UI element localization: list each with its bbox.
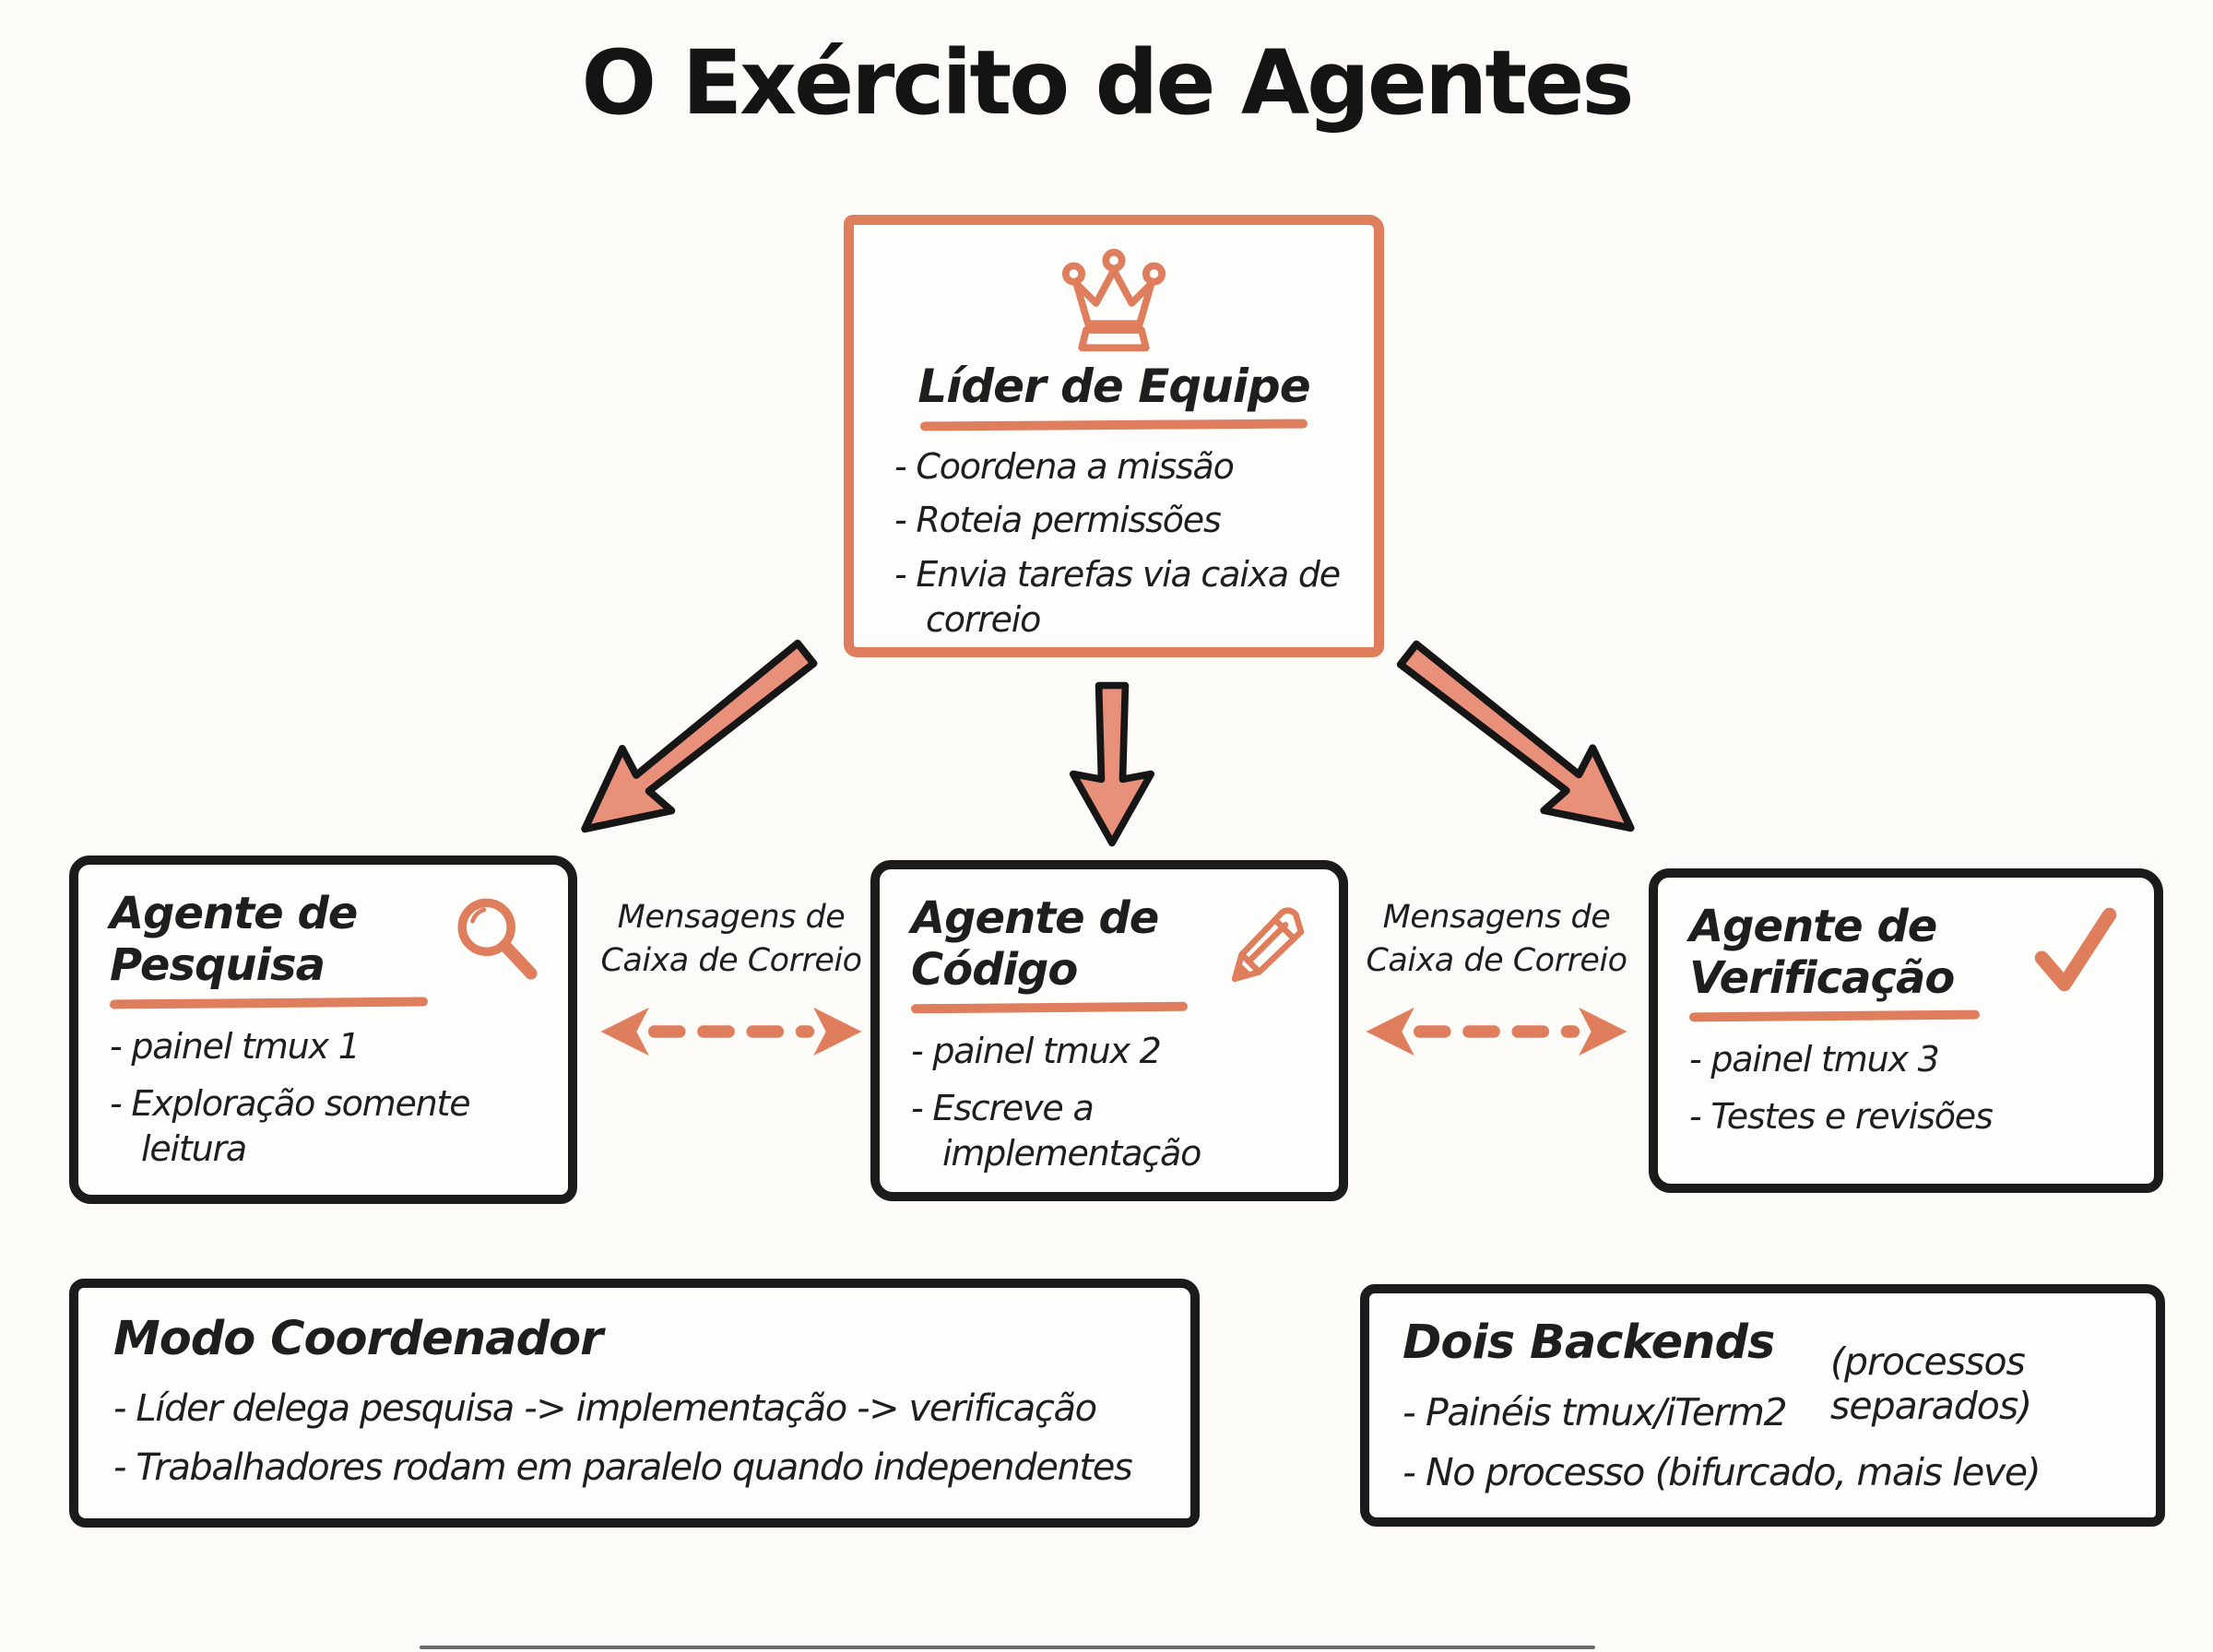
agent-bullet: - Exploração somente leitura	[110, 1082, 471, 1170]
pencil-icon	[1231, 907, 1305, 983]
magnifier-icon	[457, 898, 538, 980]
agent-verification-title: Agente de Verificação	[1689, 901, 1955, 1004]
backends-bullet: - No processo (bifurcado, mais leve)	[1402, 1450, 2041, 1495]
arrow-down-right-icon	[1396, 640, 1635, 832]
backends-bullet: - Painéis tmux/iTerm2	[1402, 1390, 1788, 1434]
agent-verification-bullets: - painel tmux 3 - Testes e revisões	[1689, 1037, 2130, 1139]
coordinator-mode-box: Modo Coordenador - Líder delega pesquisa…	[69, 1279, 1200, 1528]
agent-bullet: - painel tmux 1	[110, 1026, 361, 1068]
leader-bullet: - Envia tarefas via caixa de correio	[894, 553, 1341, 641]
agent-bullet: - Escreve a implementação	[911, 1087, 1201, 1174]
agent-box-code: Agente de Código - painel tmux 2 - Escre…	[870, 860, 1348, 1201]
agent-bullet: - painel tmux 2	[911, 1031, 1162, 1072]
leader-bullet-list: - Coordena a missão - Roteia permissões …	[854, 444, 1374, 643]
arrow-down-left-icon	[581, 639, 818, 833]
leader-bullet: - Coordena a missão	[894, 446, 1235, 487]
mail-link-left: Mensagens de Caixa de Correio	[579, 896, 883, 1064]
two-backends-box: Dois Backends (processos separados) - Pa…	[1360, 1284, 2165, 1527]
leader-bullet: - Roteia permissões	[894, 500, 1222, 541]
dashed-double-arrow-icon	[600, 1007, 862, 1056]
mail-link-right: Mensagens de Caixa de Correio	[1344, 896, 1649, 1064]
mail-link-label: Mensagens de Caixa de Correio	[1366, 899, 1627, 979]
agent-box-verification: Agente de Verificação - painel tmux 3 - …	[1649, 868, 2163, 1193]
agent-research-bullets: - painel tmux 1 - Exploração somente lei…	[110, 1024, 544, 1172]
coordinator-bullet: - Trabalhadores rodam em paralelo quando…	[113, 1446, 1133, 1489]
leader-box: Líder de Equipe - Coordena a missão - Ro…	[844, 215, 1384, 657]
scan-edge-line	[420, 1646, 1595, 1649]
agent-code-underline	[910, 1002, 1189, 1014]
coordinator-mode-bullets: - Líder delega pesquisa -> implementação…	[113, 1385, 1163, 1492]
agent-research-title: Agente de Pesquisa	[110, 888, 358, 991]
agent-code-title: Agente de Código	[911, 892, 1159, 996]
mail-link-label: Mensagens de Caixa de Correio	[600, 899, 862, 979]
agent-research-underline	[109, 997, 429, 1009]
dashed-double-arrow-icon	[1366, 1007, 1627, 1056]
two-backends-title: Dois Backends	[1402, 1316, 1775, 1370]
page-title: O Exército de Agentes	[581, 31, 1635, 135]
two-backends-bullets: - Painéis tmux/iTerm2 - No processo (bif…	[1402, 1388, 2130, 1498]
arrow-down-icon	[1069, 681, 1155, 847]
check-icon	[2034, 907, 2117, 992]
coordinator-bullet: - Líder delega pesquisa -> implementação…	[113, 1387, 1097, 1430]
agent-bullet: - Testes e revisões	[1689, 1095, 1994, 1137]
backends-annotation: (processos separados)	[1830, 1339, 2032, 1429]
agent-bullet: - painel tmux 3	[1689, 1039, 1940, 1080]
agent-verification-underline	[1688, 1009, 1981, 1022]
coordinator-mode-title: Modo Coordenador	[113, 1312, 603, 1366]
leader-box-title: Líder de Equipe	[917, 360, 1310, 413]
leader-title-underline	[919, 419, 1308, 431]
agent-code-bullets: - painel tmux 2 - Escreve a implementaçã…	[911, 1029, 1315, 1176]
agent-box-research: Agente de Pesquisa - painel tmux 1 - Exp…	[69, 856, 577, 1204]
crown-icon	[1061, 248, 1166, 352]
